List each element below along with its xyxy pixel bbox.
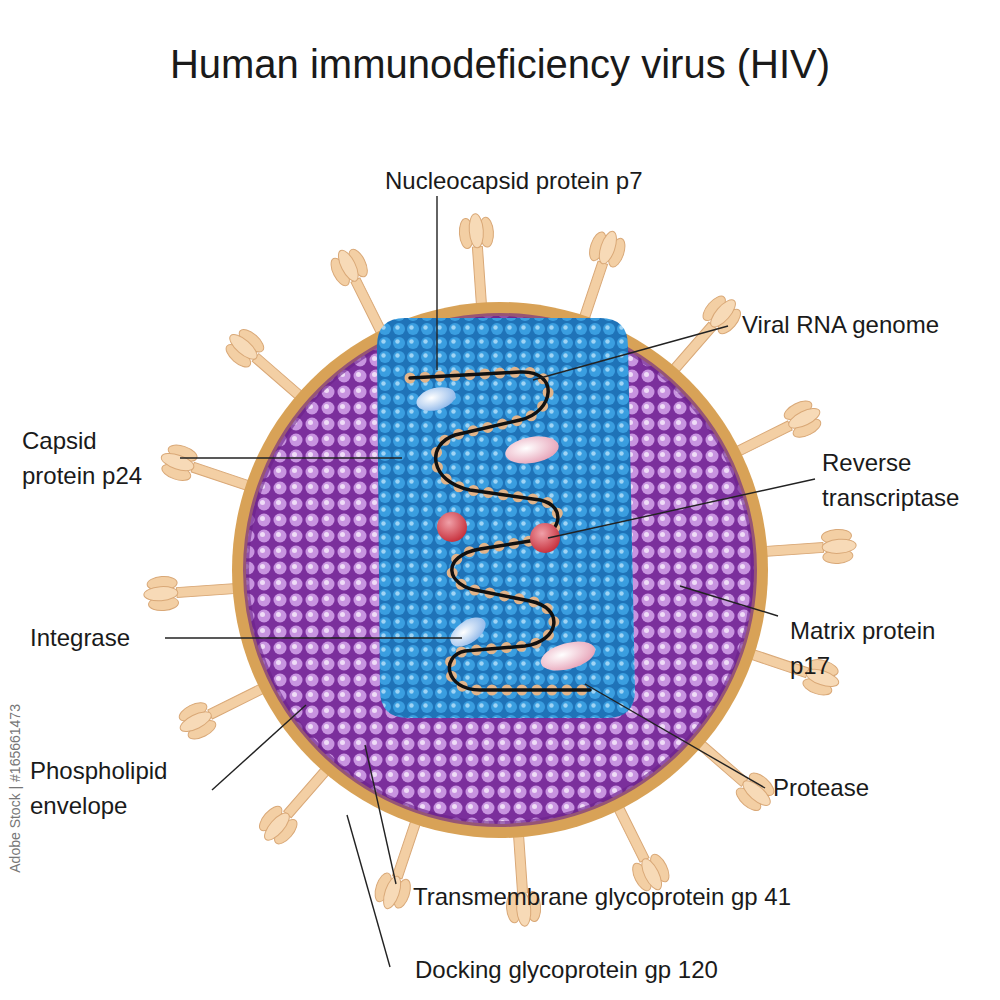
part-label: Phospholipid envelope [30,754,205,824]
part-label: Matrix protein p17 [790,614,970,684]
part-label: Reverse transcriptase [822,446,997,516]
part-label: Viral RNA genome [742,308,992,343]
part-label: Nucleocapsid protein p7 [385,164,715,199]
part-label: Capsid protein p24 [22,424,167,494]
watermark: Adobe Stock | #165661473 [7,568,24,1000]
phospholipid-envelope [232,302,768,838]
rna-genome [410,372,590,690]
viral-enzymes [414,383,599,676]
matrix-layer [246,316,754,824]
part-label: Protease [773,771,973,806]
leader-lines [165,196,815,967]
part-label: Transmembrane glycoprotein gp 41 [413,880,893,915]
diagram-title: Human immunodeficiency virus (HIV) [0,40,1000,88]
part-label: Docking glycoprotein gp 120 [415,953,895,988]
part-label: Integrase [30,621,230,656]
capsid-core [377,318,635,718]
